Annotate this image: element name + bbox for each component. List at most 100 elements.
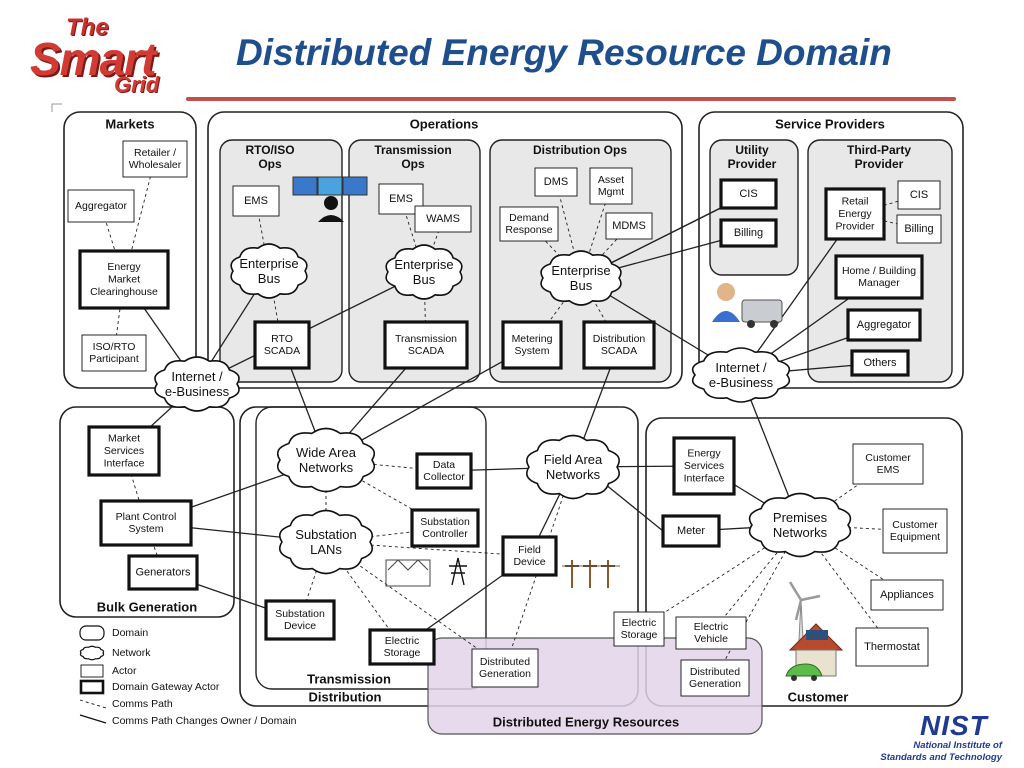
transmission-domain: Transmission (255, 406, 487, 690)
slide-title: Distributed Energy Resource Domain (236, 32, 892, 73)
transmission-ops-subdomain-label-line-1: Transmission (374, 143, 451, 157)
legend-actor-swatch (80, 664, 104, 678)
legend-label-2: Network (112, 647, 151, 659)
utility-provider-subdomain-label-line-2: Provider (728, 157, 777, 171)
transScada-label-line-2: SCADA (408, 345, 444, 357)
mdms-box (605, 212, 653, 240)
dataColl-label-line-1: Data (433, 459, 455, 471)
inetR-label-line-1: Internet / (715, 360, 767, 375)
meter-label: Meter (677, 525, 705, 537)
subDev-label-line-2: Device (284, 620, 316, 632)
node-inetR: Internet /e-Business (691, 347, 791, 403)
dgDist-label-line-1: Distributed (480, 656, 530, 668)
hbm-box (834, 254, 924, 300)
retailer-label-line-2: Wholesaler (129, 159, 182, 171)
custEq-label-line-2: Equipment (890, 531, 940, 543)
thermo-box (855, 627, 929, 667)
node-mdms: MDMS (605, 212, 653, 240)
meter-box (661, 514, 721, 548)
billU-label: Billing (734, 227, 763, 239)
node-billU: Billing (719, 218, 778, 248)
subDev-box (264, 599, 336, 641)
esDist-label-line-2: Storage (384, 647, 421, 659)
legend-label-6: Comms Path Changes Owner / Domain (112, 715, 297, 727)
rep-box (824, 187, 886, 241)
technician-body-icon (712, 311, 740, 322)
esDist-label-line-1: Electric (385, 635, 419, 647)
technician-head-icon (717, 283, 735, 301)
dgCust-box (680, 659, 750, 697)
illustrations (292, 176, 844, 681)
ev-box (675, 616, 747, 650)
billT-label: Billing (904, 223, 933, 235)
fan-cloud (526, 434, 620, 500)
fieldDev-label-line-1: Field (518, 544, 541, 556)
msi-box (87, 425, 161, 477)
inetL-cloud (154, 356, 240, 412)
rtoScada-label-line-2: SCADA (264, 345, 300, 357)
tower-icon (449, 557, 467, 586)
subLan-label-line-1: Substation (295, 527, 356, 542)
fieldDev-label-line-2: Device (513, 556, 545, 568)
gens-box (127, 554, 199, 591)
solar-panel-icon (806, 630, 828, 640)
subLan-cloud (279, 509, 373, 575)
corner-mark (51, 103, 62, 112)
isoP-label-line-1: ISO/RTO (93, 341, 136, 353)
inetL-label-line-2: e-Business (165, 384, 230, 399)
wan-label-line-1: Wide Area (296, 445, 357, 460)
fan-label-line-2: Networks (546, 467, 601, 482)
ev-label-line-1: Electric (694, 621, 728, 633)
msi-label-line-2: Services (104, 445, 144, 457)
node-emsR: EMS (232, 185, 280, 217)
ebT-cloud (385, 244, 463, 300)
emc-label-line-2: Market (108, 274, 140, 286)
custEms-box (852, 443, 924, 485)
node-inetL: Internet /e-Business (154, 356, 240, 412)
emc-label-line-3: Clearinghouse (90, 286, 158, 298)
aggS-label: Aggregator (857, 319, 912, 331)
nist-logo: NIST National Institute of Standards and… (866, 710, 1006, 765)
esDist-box (368, 628, 436, 666)
custEq-label-line-1: Customer (892, 519, 938, 531)
dr-label-line-2: Response (505, 224, 552, 236)
cisU-label: CIS (739, 188, 757, 200)
esCust-label-line-2: Storage (621, 629, 658, 641)
monitor-icon-3 (342, 176, 368, 196)
nist-mark: NIST (920, 710, 988, 741)
pcs-label-line-1: Plant Control (116, 511, 177, 523)
markets-domain-label: Markets (105, 117, 154, 132)
custEq-box (882, 508, 948, 554)
subLan-label-line-2: LANs (310, 542, 342, 557)
monitor-icon-1 (292, 176, 318, 196)
truck-wheel-icon-2 (770, 320, 778, 328)
legend-label-1: Domain (112, 627, 148, 639)
comms-path-premNet-ev (710, 524, 801, 634)
esi-label-line-3: Interface (684, 472, 725, 484)
transmission-ops-subdomain-label-line-2: Ops (401, 157, 425, 171)
distScada-label-line-2: SCADA (601, 345, 637, 357)
wan-cloud (276, 427, 376, 493)
subCtrl-label-line-1: Substation (420, 516, 470, 528)
inetL-label-line-1: Internet / (171, 369, 223, 384)
isoP-box (81, 334, 147, 372)
legend-label-5: Comms Path (112, 698, 173, 710)
operator-body-icon (318, 215, 344, 222)
pcs-box (99, 499, 193, 547)
node-retailer: Retailer /Wholesaler (122, 140, 188, 178)
dr-label-line-1: Demand (509, 212, 549, 224)
legend-network-swatch (79, 645, 105, 661)
distScada-label-line-1: Distribution (593, 333, 646, 345)
